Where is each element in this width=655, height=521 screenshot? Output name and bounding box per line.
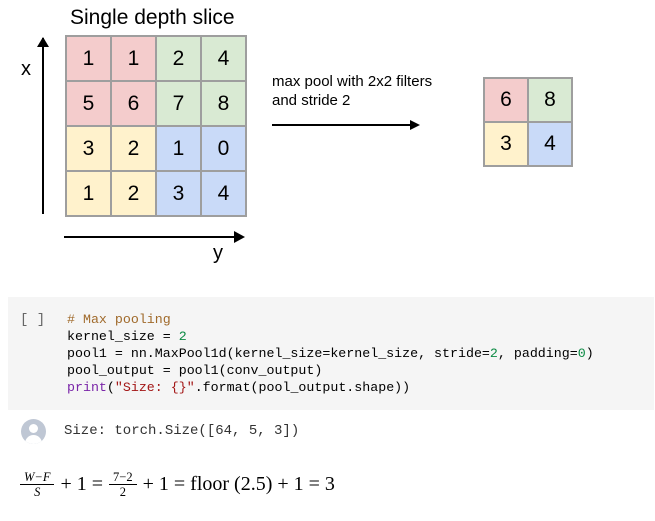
input-cell: 2: [111, 171, 156, 216]
code-text: .format(pool_output.shape)): [194, 380, 411, 395]
y-axis-line: [64, 236, 234, 238]
input-cell: 4: [201, 36, 246, 81]
cell-output: Size: torch.Size([64, 5, 3]): [64, 423, 300, 439]
input-cell: 3: [66, 126, 111, 171]
y-axis-arrowhead: [234, 231, 245, 243]
output-cell: 6: [484, 78, 528, 122]
output-size-formula: W−F S + 1 = 7−2 2 + 1 = floor (2.5) + 1 …: [19, 470, 335, 499]
x-axis-line: [42, 38, 44, 214]
code-number: 2: [489, 346, 498, 361]
operation-description: max pool with 2x2 filters and stride 2: [272, 72, 472, 110]
input-cell: 1: [66, 171, 111, 216]
operation-text-line1: max pool with 2x2 filters: [272, 73, 433, 90]
x-axis-arrowhead: [37, 37, 49, 47]
code-editor[interactable]: # Max pooling kernel_size = 2 pool1 = nn…: [67, 311, 594, 396]
fraction-w-minus-f-over-s: W−F S: [20, 470, 55, 499]
input-cell: 2: [111, 126, 156, 171]
code-comment: # Max pooling: [67, 312, 171, 327]
input-grid: 1 1 2 4 5 6 7 8 3 2 1 0 1 2 3 4: [65, 35, 247, 217]
output-cell: 4: [528, 122, 572, 166]
operation-text-line2: and stride 2: [272, 92, 351, 109]
code-text: pool1 = nn.MaxPool1d(kernel_size=kernel_…: [67, 346, 490, 361]
output-cell: 3: [484, 122, 528, 166]
x-axis-label: x: [21, 58, 31, 80]
input-cell: 2: [156, 36, 201, 81]
input-cell: 7: [156, 81, 201, 126]
input-cell: 1: [156, 126, 201, 171]
code-cell[interactable]: [8, 297, 654, 410]
input-cell: 5: [66, 81, 111, 126]
fraction-7-minus-2-over-2: 7−2 2: [109, 470, 137, 499]
output-cell: 8: [528, 78, 572, 122]
code-keyword: print: [67, 380, 107, 395]
code-text: pool_output = pool1(conv_output): [67, 363, 323, 378]
code-text: (: [106, 380, 115, 395]
fraction-denominator: 2: [109, 484, 137, 499]
formula-text: + 1 = floor (2.5) + 1 = 3: [137, 473, 335, 495]
output-grid: 6 8 3 4: [483, 77, 573, 167]
formula-text: + 1 =: [55, 473, 109, 495]
input-cell: 4: [201, 171, 246, 216]
y-axis-label: y: [213, 242, 223, 264]
input-cell: 6: [111, 81, 156, 126]
user-avatar-icon: [21, 419, 46, 444]
input-cell: 1: [66, 36, 111, 81]
code-text: , padding=: [497, 346, 578, 361]
input-cell: 0: [201, 126, 246, 171]
operation-arrowhead: [410, 120, 420, 130]
code-text: kernel_size =: [67, 329, 179, 344]
code-number: 2: [178, 329, 187, 344]
fraction-numerator: W−F: [24, 470, 51, 484]
code-number: 0: [577, 346, 586, 361]
diagram-title: Single depth slice: [70, 6, 235, 29]
input-cell: 1: [111, 36, 156, 81]
code-text: ): [585, 346, 594, 361]
fraction-denominator: S: [20, 484, 55, 499]
operation-arrow-line: [272, 124, 412, 126]
code-string: "Size: {}": [114, 380, 195, 395]
input-cell: 8: [201, 81, 246, 126]
run-cell-button[interactable]: [ ]: [20, 312, 46, 328]
fraction-numerator: 7−2: [113, 470, 133, 484]
input-cell: 3: [156, 171, 201, 216]
